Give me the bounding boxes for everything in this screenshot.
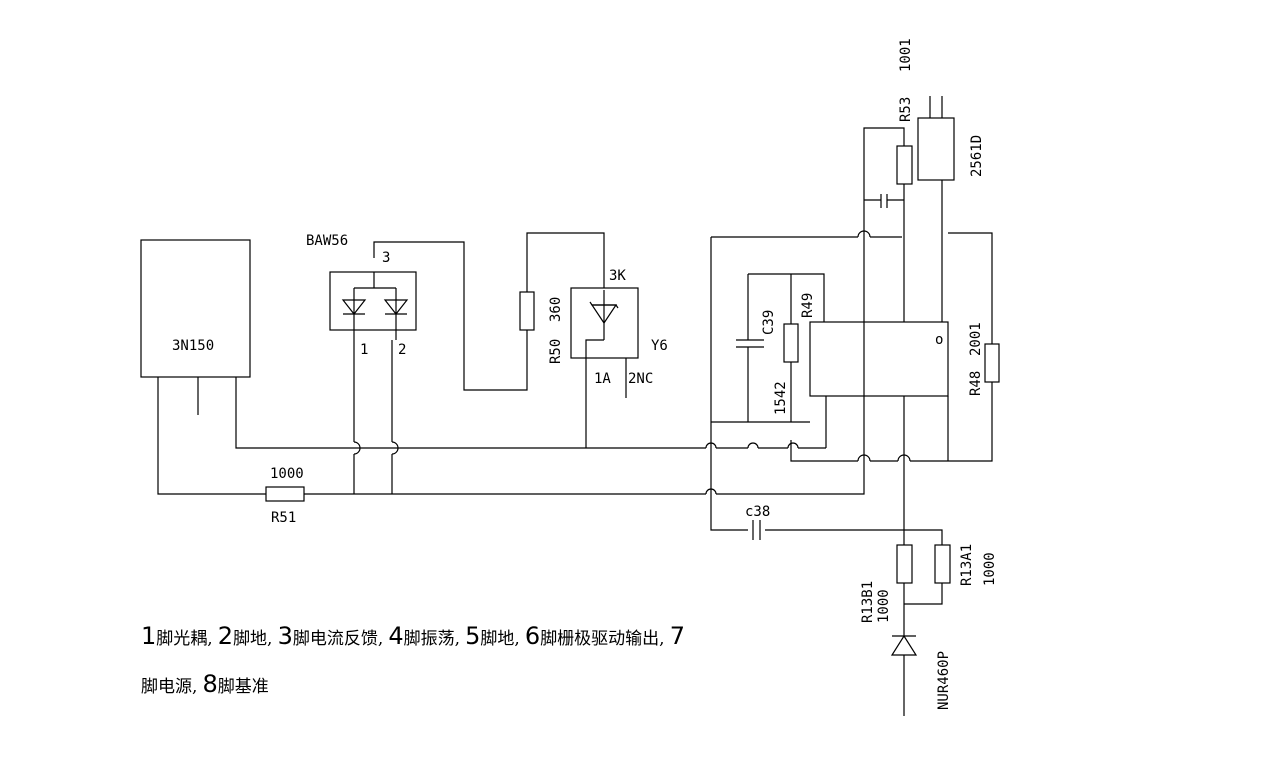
pin-note-text-1: 脚光耦, xyxy=(156,629,213,649)
pin-notes-line1: 1脚光耦, 2脚地, 3脚电流反馈, 4脚振荡, 5脚地, 6脚栅极驱动输出, … xyxy=(141,622,685,650)
capacitor-bypass xyxy=(880,194,888,208)
resistor-r53: R53 1001 xyxy=(896,38,914,185)
pin-note-text-3: 脚电流反馈, xyxy=(292,629,384,649)
nur460p-label: NUR460P xyxy=(936,651,952,710)
resistor-r13b1: R13B1 1000 xyxy=(860,544,913,623)
capacitor-c39: C39 xyxy=(736,310,777,348)
resistor-r48: R48 2001 xyxy=(968,322,1000,396)
ic-controller: o xyxy=(809,321,949,397)
pin-notes-line2: 脚电源, 8脚基准 xyxy=(141,670,269,698)
transistor-2561d: 2561D xyxy=(917,96,985,181)
r48-value-label: 2001 xyxy=(968,322,984,356)
r51-value-label: 1000 xyxy=(270,466,304,482)
r50-name-label: R50 xyxy=(548,339,564,364)
r50-value-label: 360 xyxy=(548,297,564,322)
pin-note-text-2: 脚地, xyxy=(233,629,273,649)
baw56-pin3-label: 3 xyxy=(382,250,390,266)
ic-pin1-marker: o xyxy=(935,332,943,348)
r49-value-label: 1542 xyxy=(773,381,789,415)
r48-name-label: R48 xyxy=(968,371,984,396)
c39-label: C39 xyxy=(761,310,777,335)
resistor-r13a1: R13A1 1000 xyxy=(934,544,998,586)
baw56-pin2-label: 2 xyxy=(398,342,406,358)
r49-label: R49 xyxy=(800,293,816,318)
y6-label: Y6 xyxy=(651,338,668,354)
pin-note-text-8: 脚基准 xyxy=(217,677,269,697)
resistor-r51: 1000 R51 xyxy=(265,466,305,526)
resistor-r49: R49 1542 xyxy=(773,293,816,415)
pin-note-num-7: 7 xyxy=(669,622,685,650)
ic-3n150-label: 3N150 xyxy=(172,338,214,354)
r53-name-label: R53 xyxy=(898,97,914,122)
y6-pin-2nc-label: 2NC xyxy=(628,371,653,387)
pin-note-text-4: 脚振荡, xyxy=(403,629,461,649)
baw56-label: BAW56 xyxy=(306,233,348,249)
pin-note-num-4: 4 xyxy=(388,622,404,650)
pin-note-num-8: 8 xyxy=(202,670,218,698)
pin-note-text-6: 脚栅极驱动输出, xyxy=(540,629,665,649)
r13b1-name-label: R13B1 xyxy=(860,581,876,623)
r13a1-name-label: R13A1 xyxy=(959,544,975,586)
pin-note-num-1: 1 xyxy=(141,622,157,650)
capacitor-c38: c38 xyxy=(745,504,770,540)
regulator-y6: 3K Y6 1A 2NC xyxy=(570,268,668,448)
pin-note-num-6: 6 xyxy=(524,622,541,650)
pin-note-num-2: 2 xyxy=(217,622,234,650)
wires xyxy=(157,127,993,716)
pin-note-text-7: 脚电源, xyxy=(141,677,198,697)
pin-note-num-5: 5 xyxy=(465,622,481,650)
diode-nur460p: NUR460P xyxy=(890,634,952,710)
pin-note-num-3: 3 xyxy=(277,622,293,650)
r51-name-label: R51 xyxy=(271,510,296,526)
baw56-pin1-label: 1 xyxy=(360,342,368,358)
r13a1-value-label: 1000 xyxy=(982,552,998,586)
r13b1-value-label: 1000 xyxy=(876,589,892,623)
c38-label: c38 xyxy=(745,504,770,520)
pin-note-text-5: 脚地, xyxy=(480,629,520,649)
y6-pin-1a-label: 1A xyxy=(594,371,611,387)
r53-value-label: 1001 xyxy=(898,38,914,72)
q-2561d-label: 2561D xyxy=(969,135,985,177)
diode-baw56: BAW56 3 1 2 xyxy=(306,233,417,358)
y6-pin-3k-label: 3K xyxy=(609,268,626,284)
ic-3n150: 3N150 xyxy=(140,239,251,415)
